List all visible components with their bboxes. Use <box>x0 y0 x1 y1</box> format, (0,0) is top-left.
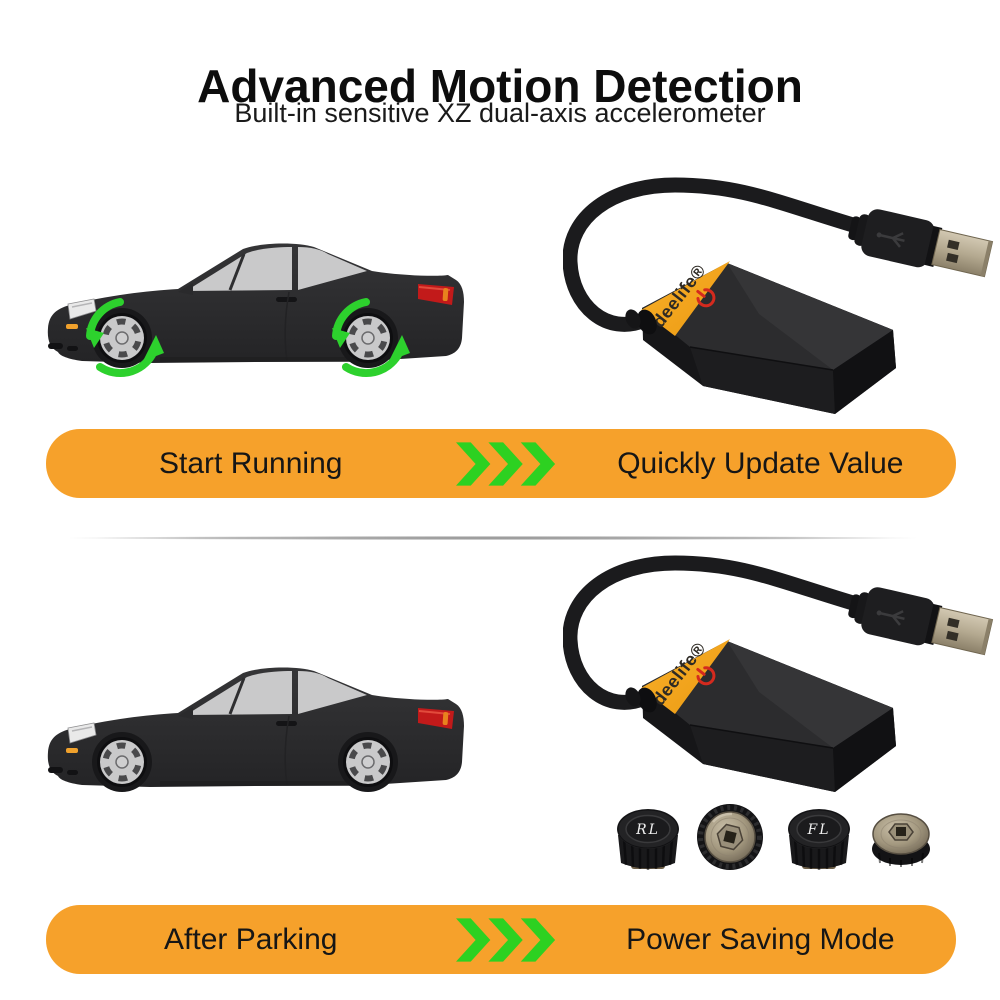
flow-banner-parking: After Parking Power Saving Mode <box>46 905 956 974</box>
flow-result-label: Quickly Update Value <box>617 446 904 480</box>
sensor-cap-fl: FL <box>786 807 852 872</box>
sensor-cap-rl: RL <box>615 807 681 872</box>
flow-state-label: After Parking <box>164 922 338 956</box>
sensor-underside-tilted <box>871 813 931 868</box>
triple-chevron-right-icon <box>455 917 555 962</box>
usb-receiver-bottom <box>563 550 995 812</box>
page-title: Advanced Motion Detection <box>197 59 803 112</box>
flow-result-label: Power Saving Mode <box>626 922 895 956</box>
flow-state-label: Start Running <box>159 446 343 480</box>
tire-sensor-caps: RL FL <box>615 797 931 885</box>
sensor-label-fl: FL <box>806 822 830 838</box>
moving-car-illustration <box>40 240 470 415</box>
section-divider <box>65 536 920 540</box>
triple-chevron-right-icon <box>455 441 555 486</box>
page-subtitle: Built-in sensitive XZ dual-axis accelero… <box>234 98 766 128</box>
flow-banner-running: Start Running Quickly Update Value <box>46 429 956 498</box>
sensor-label-rl: RL <box>635 822 660 838</box>
usb-receiver-top <box>563 172 995 434</box>
sensor-underside <box>697 804 763 870</box>
parked-car-illustration <box>40 664 470 839</box>
